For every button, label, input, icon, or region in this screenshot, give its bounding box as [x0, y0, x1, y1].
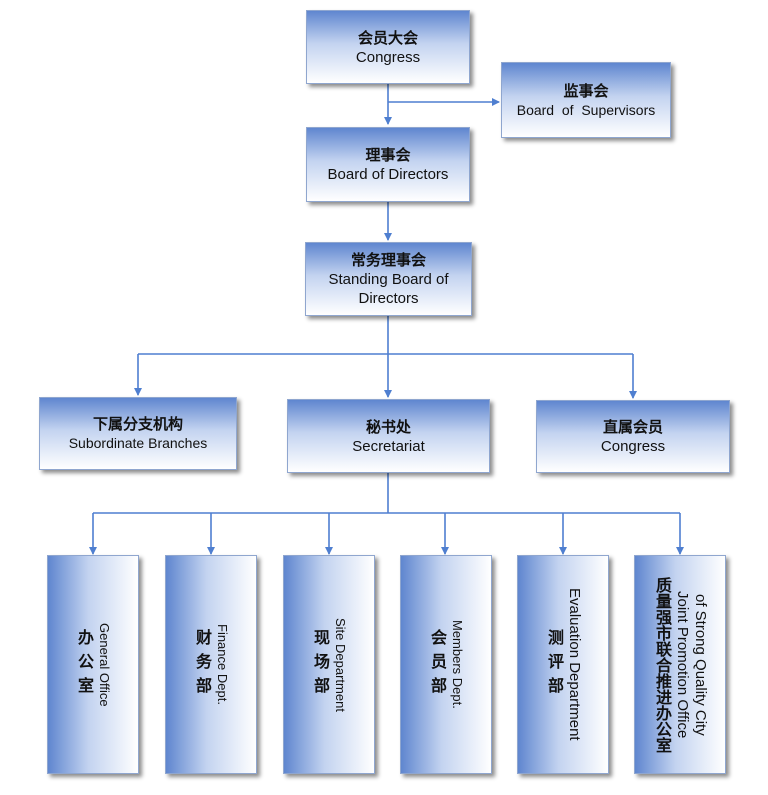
dept-evaluation: 测评部 Evaluation Department: [517, 555, 609, 774]
dept-quality-promotion-office: 质量强市联合推进办公室 Joint Promotion Office of St…: [634, 555, 726, 774]
node-directors-en: Board of Directors: [327, 166, 449, 183]
node-direct-members-zh: 直属会员: [602, 418, 663, 436]
dept-4-en: Members Dept.: [450, 620, 465, 709]
dept-6-en-line2: of Strong Quality City: [692, 593, 709, 736]
node-standing-zh: 常务理事会: [350, 251, 426, 269]
dept-general-office: 办公室 General Office: [47, 555, 139, 774]
node-supervisors-en: Board of Supervisors: [516, 101, 656, 118]
node-standing-en-line1: Standing Board of: [328, 271, 449, 288]
dept-finance: 财务部 Finance Dept.: [165, 555, 257, 774]
node-secretariat-zh: 秘书处: [365, 417, 411, 436]
dept-1-en: General Office: [97, 622, 112, 707]
node-branches-zh: 下属分支机构: [92, 415, 183, 433]
node-secretariat: 秘书处 Secretariat: [287, 399, 490, 473]
dept-5-zh: 测评部: [545, 628, 564, 701]
dept-5-en: Evaluation Department: [566, 588, 583, 741]
dept-6-en-line1: Joint Promotion Office: [674, 590, 691, 739]
node-direct-members: 直属会员 Congress: [536, 400, 730, 473]
node-secretariat-en: Secretariat: [352, 437, 425, 455]
node-supervisors: 监事会 Board of Supervisors: [501, 62, 671, 138]
dept-2-en: Finance Dept.: [215, 624, 230, 705]
dept-3-zh: 现场部: [311, 628, 330, 701]
dept-members: 会员部 Members Dept.: [400, 555, 492, 774]
node-branches-en: Subordinate Branches: [68, 435, 208, 451]
dept-3-en: Site Department: [333, 617, 348, 712]
node-subordinate-branches: 下属分支机构 Subordinate Branches: [39, 397, 237, 470]
node-standing-board: 常务理事会 Standing Board of Directors: [305, 242, 472, 316]
node-congress-zh: 会员大会: [357, 28, 418, 47]
node-standing-en-line2: Directors: [358, 290, 419, 307]
dept-site: 现场部 Site Department: [283, 555, 375, 774]
dept-4-zh: 会员部: [428, 628, 447, 701]
dept-2-zh: 财务部: [193, 628, 212, 701]
node-directors-zh: 理事会: [365, 146, 411, 164]
dept-6-zh: 质量强市联合推进办公室: [653, 576, 672, 753]
dept-1-zh: 办公室: [75, 628, 94, 701]
node-congress-en: Congress: [355, 48, 421, 66]
node-board-of-directors: 理事会 Board of Directors: [306, 127, 470, 202]
node-direct-members-en: Congress: [600, 438, 666, 455]
node-supervisors-zh: 监事会: [563, 81, 609, 100]
node-congress: 会员大会 Congress: [306, 10, 470, 84]
